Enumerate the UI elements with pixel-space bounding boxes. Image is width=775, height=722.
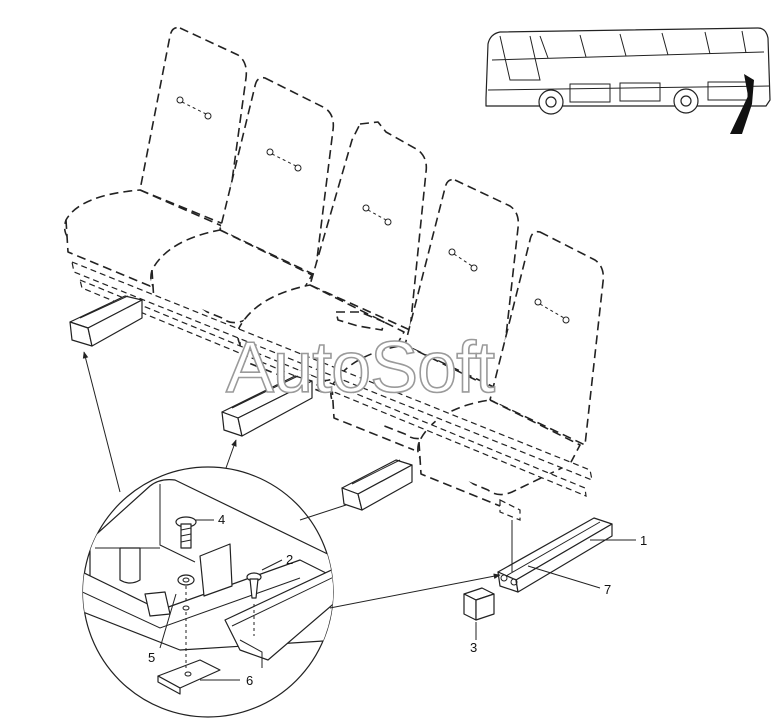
- callout-2: 2: [286, 552, 293, 567]
- floor-rail-left: [69, 295, 143, 347]
- connector-lines: [82, 351, 501, 609]
- bus-locator-icon: [485, 27, 771, 134]
- leader-lines: [159, 519, 636, 681]
- watermark-text: AutoSoft: [226, 328, 495, 408]
- end-cap: [463, 587, 495, 621]
- rail-section: [497, 517, 613, 593]
- callout-4: 4: [218, 512, 225, 527]
- seat-3: [237, 121, 428, 393]
- floor-rail-middle: [221, 375, 313, 437]
- seat-row: [63, 26, 605, 521]
- callout-5: 5: [148, 650, 155, 665]
- floor-rail-right: [341, 459, 413, 511]
- callout-6: 6: [246, 673, 253, 688]
- callout-3: 3: [470, 640, 477, 655]
- callout-labels: 1 2 3 4 5 6 7: [148, 512, 647, 688]
- callout-1: 1: [640, 533, 647, 548]
- detail-view: [82, 466, 334, 718]
- callout-7: 7: [604, 582, 611, 597]
